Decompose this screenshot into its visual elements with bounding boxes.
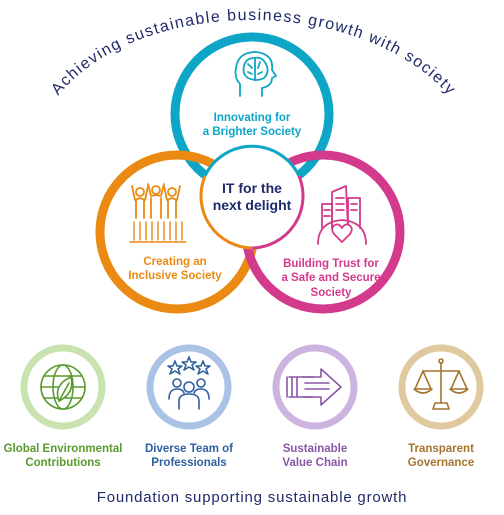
pillar-ring-valuechain	[272, 344, 358, 430]
center-ring-blue-arc	[203, 144, 301, 177]
label-trust: Building Trust for a Safe and Secure Soc…	[270, 257, 392, 300]
raised-hands-people-icon	[129, 183, 187, 243]
pillar-label-diverse-line2: Professionals	[151, 457, 227, 470]
pillar-label-governance-line2: Governance	[407, 457, 475, 470]
label-innovating-line2: a Brighter Society	[202, 126, 302, 139]
brain-head-icon	[234, 51, 277, 97]
label-innovating: Innovating for a Brighter Society	[182, 111, 322, 140]
label-trust-line2: a Safe and Secure	[281, 272, 381, 285]
pillar-ring-governance	[398, 344, 484, 430]
center-line1: IT for the	[222, 180, 282, 196]
pillar-label-valuechain-line1: Sustainable	[282, 443, 348, 455]
team-stars-icon	[167, 356, 211, 410]
pillar-ring-diverse	[146, 344, 232, 430]
pillar-label-environment-line2: Contributions	[25, 457, 101, 470]
pillar-ring-environment	[20, 344, 106, 430]
pillar-label-valuechain-line2: Value Chain	[282, 457, 348, 470]
pillar-label-diverse: Diverse Team of Professionals	[126, 442, 252, 471]
center-ring-orange-arc	[199, 175, 253, 250]
pillar-label-diverse-line1: Diverse Team of	[145, 443, 233, 455]
footer-caption: Foundation supporting sustainable growth	[96, 489, 408, 506]
pillar-label-environment: Global Environmental Contributions	[0, 442, 126, 471]
label-innovating-line1: Innovating for	[213, 112, 291, 124]
label-inclusive: Creating an Inclusive Society	[110, 255, 240, 284]
pillar-label-valuechain: Sustainable Value Chain	[252, 442, 378, 471]
center-ring-pink-arc	[251, 175, 305, 250]
scales-icon	[413, 358, 469, 410]
pillar-label-governance: Transparent Governance	[378, 442, 504, 471]
center-label: IT for the next delight	[202, 180, 302, 214]
pillar-label-governance-line1: Transparent	[408, 443, 474, 455]
label-inclusive-line1: Creating an	[143, 256, 207, 268]
chain-arrow-icon	[286, 368, 342, 406]
globe-leaf-icon	[40, 364, 86, 410]
label-trust-line3: Society	[310, 286, 352, 299]
center-line2: next delight	[212, 196, 292, 213]
center-ring	[200, 144, 304, 248]
city-heart-icon	[317, 185, 367, 245]
label-trust-line1: Building Trust for	[283, 258, 379, 270]
label-inclusive-line2: Inclusive Society	[128, 270, 222, 283]
pillar-label-environment-line1: Global Environmental	[3, 443, 123, 455]
